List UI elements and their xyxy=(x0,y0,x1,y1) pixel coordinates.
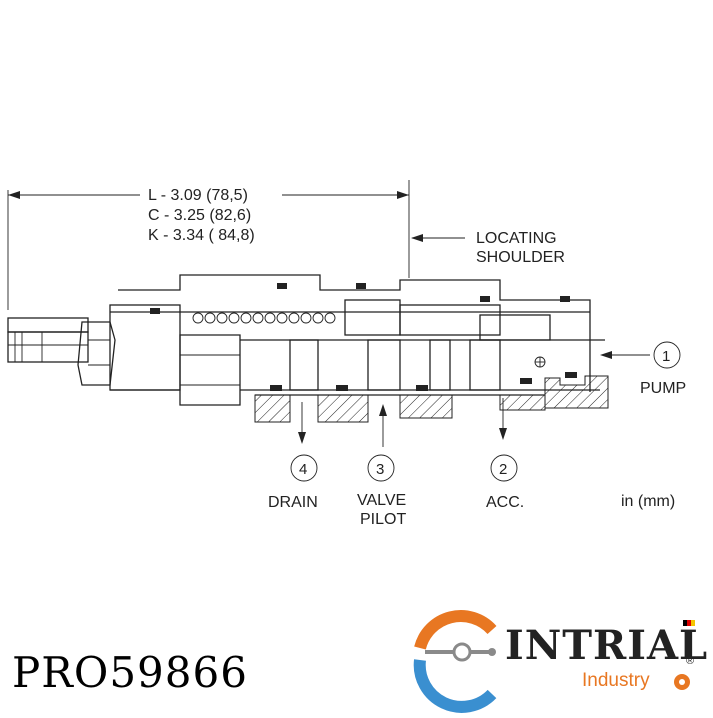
port-2-number: 2 xyxy=(499,461,507,478)
brand-name: INTRIAL xyxy=(505,622,709,669)
dimension-arrow-right xyxy=(397,191,409,199)
part-number: PRO59866 xyxy=(12,648,248,697)
port-1-number: 1 xyxy=(662,348,670,365)
cartridge-body xyxy=(7,274,605,406)
dimension-line-2: C - 3.25 (82,6) xyxy=(148,207,251,224)
locating-shoulder-callout: LOCATING SHOULDER xyxy=(411,230,565,266)
locating-label: LOCATING xyxy=(476,230,557,247)
cavity-block xyxy=(254,375,609,423)
port-3-label-2: PILOT xyxy=(360,511,406,528)
intrial-logo-icon xyxy=(413,610,695,713)
registered-mark: ® xyxy=(686,655,695,667)
dimension-line-3: K - 3.34 ( 84,8) xyxy=(148,227,255,244)
port-3-number: 3 xyxy=(376,461,384,478)
dimension-line-1: L - 3.09 (78,5) xyxy=(148,187,248,204)
port-4-label: DRAIN xyxy=(268,494,318,511)
dimension-arrow-left xyxy=(8,191,20,199)
port-1-pump: 1 PUMP xyxy=(600,341,686,397)
port-3-label: VALVE xyxy=(357,492,406,509)
length-dimension: L - 3.09 (78,5) C - 3.25 (82,6) K - 3.34… xyxy=(7,180,410,310)
port-1-label: PUMP xyxy=(640,380,686,397)
port-2-label: ACC. xyxy=(486,494,524,511)
port-4-number: 4 xyxy=(299,461,307,478)
units-label: in (mm) xyxy=(621,493,675,510)
port-4-drain: 4 DRAIN xyxy=(268,402,318,511)
spring xyxy=(192,312,336,324)
port-2-acc: 2 ACC. xyxy=(486,398,524,511)
shoulder-label: SHOULDER xyxy=(476,249,565,266)
port-3-valve-pilot: 3 VALVE PILOT xyxy=(357,404,406,528)
brand-subtitle: Industry xyxy=(582,670,650,691)
